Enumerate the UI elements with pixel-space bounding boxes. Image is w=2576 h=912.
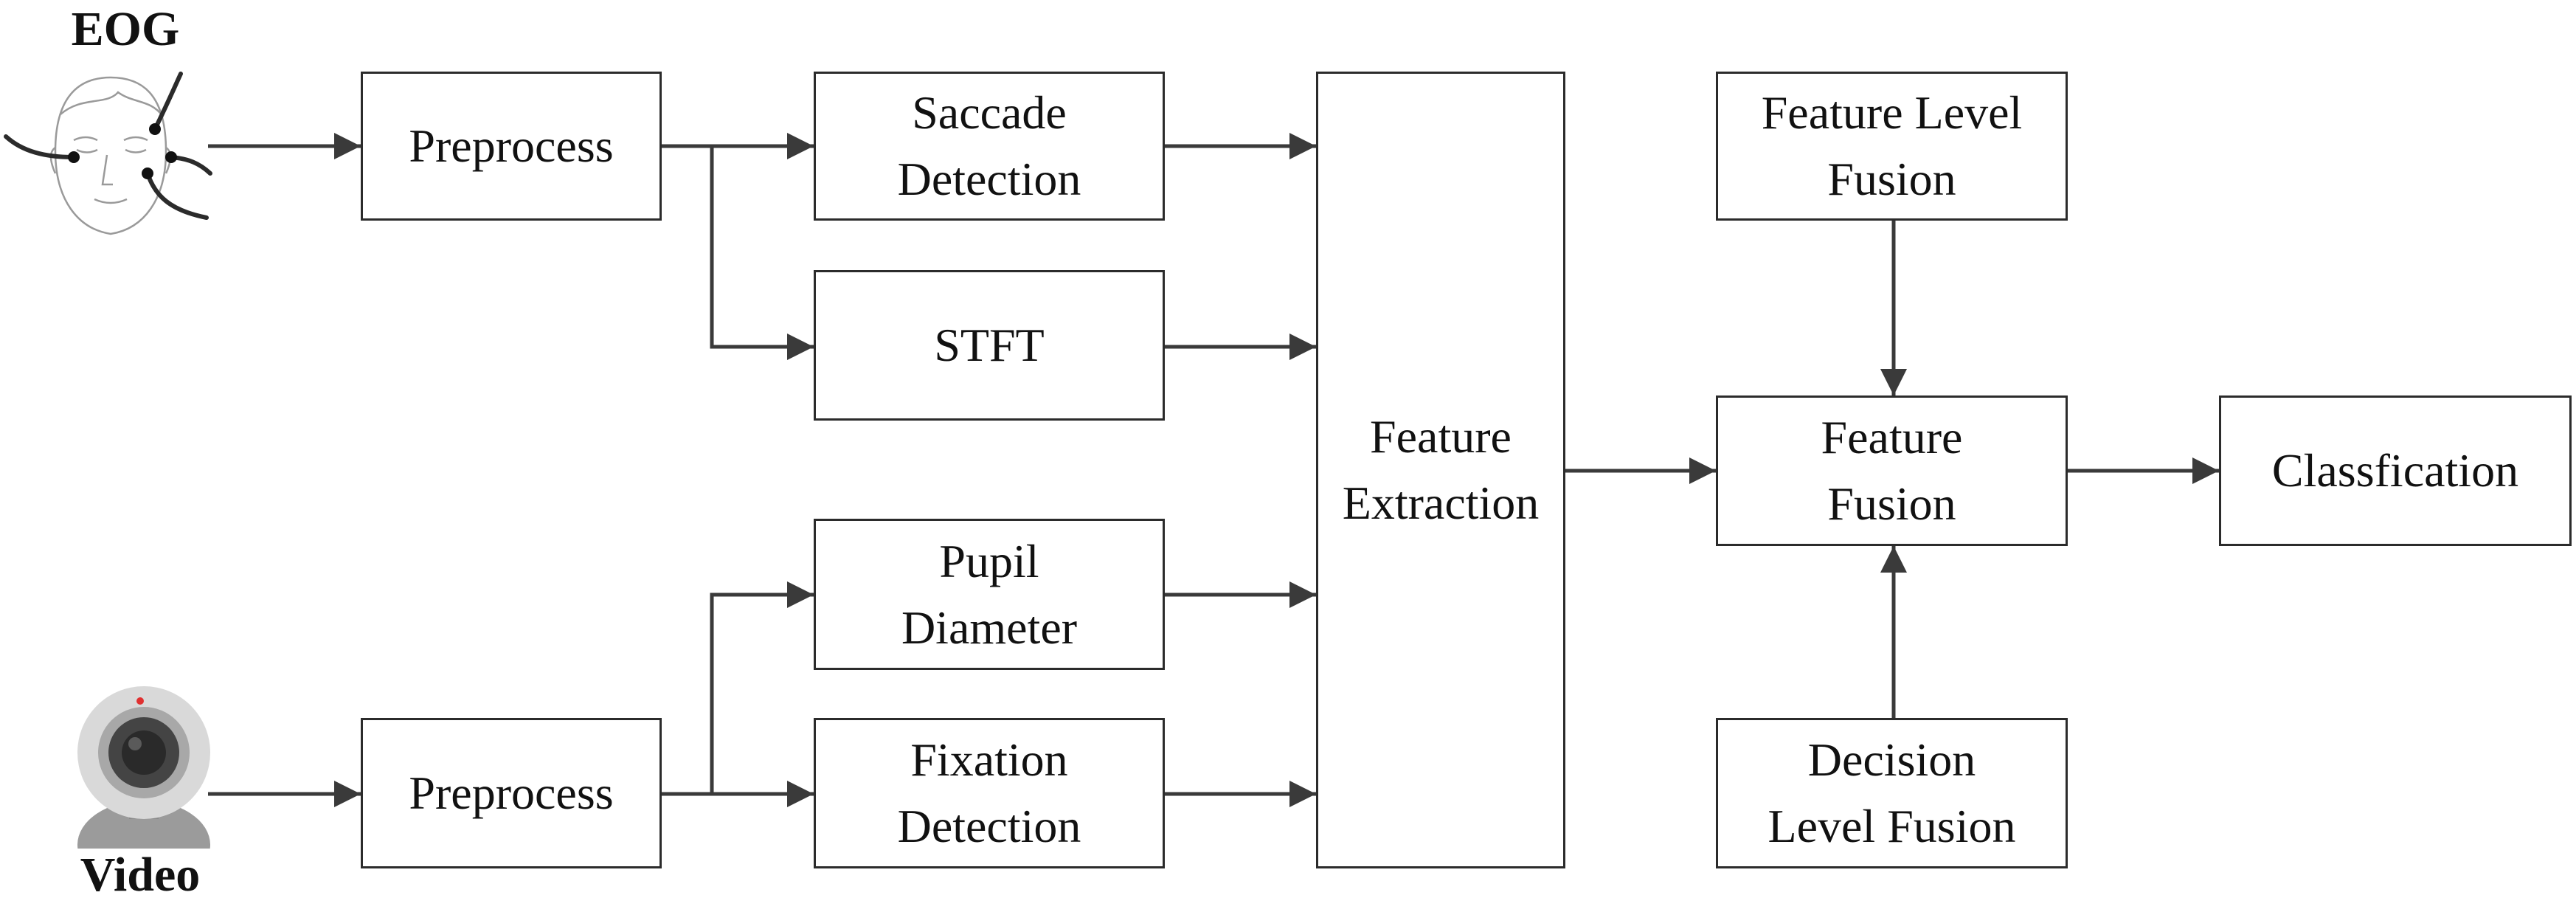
preprocess-eog-box: Preprocess: [361, 72, 662, 221]
box-label: Preprocess: [409, 120, 614, 172]
video-label: Video: [80, 848, 201, 902]
box-label: STFT: [934, 319, 1045, 371]
box-label: Diameter: [901, 601, 1078, 654]
box-label: Fusion: [1827, 477, 1956, 530]
feature-fusion-box: Feature Fusion: [1716, 395, 2068, 546]
box-label: Feature: [1821, 411, 1963, 463]
box-label: Detection: [897, 800, 1081, 852]
feature-extraction-box: Feature Extraction: [1316, 72, 1565, 868]
box-label: Extraction: [1342, 477, 1540, 529]
saccade-detection-box: Saccade Detection: [814, 72, 1165, 221]
box-label: Level Fusion: [1767, 800, 2016, 852]
box-label: Detection: [897, 153, 1081, 205]
box-label: Saccade: [912, 86, 1067, 139]
box-label: Feature: [1370, 410, 1512, 463]
box-label: Decision: [1807, 733, 1976, 786]
fixation-detection-box: Fixation Detection: [814, 718, 1165, 868]
box-label: Preprocess: [409, 767, 614, 819]
box-label: Fusion: [1827, 153, 1956, 205]
arrow-preprocess-to-stft: [710, 146, 814, 360]
eog-label: EOG: [71, 2, 180, 56]
head-with-electrodes-icon: [4, 72, 212, 235]
pupil-diameter-box: Pupil Diameter: [814, 519, 1165, 670]
arrow-preprocess-to-pupil: [710, 581, 814, 794]
webcam-icon: [77, 686, 210, 849]
box-label: Classfication: [2271, 444, 2519, 497]
box-label: Fixation: [910, 733, 1068, 786]
preprocess-video-box: Preprocess: [361, 718, 662, 868]
box-label: Feature Level: [1761, 86, 2023, 139]
decision-level-fusion-box: Decision Level Fusion: [1716, 718, 2068, 868]
feature-level-fusion-box: Feature Level Fusion: [1716, 72, 2068, 221]
stft-box: STFT: [814, 270, 1165, 421]
classification-box: Classfication: [2219, 395, 2572, 546]
box-label: Pupil: [939, 534, 1039, 587]
